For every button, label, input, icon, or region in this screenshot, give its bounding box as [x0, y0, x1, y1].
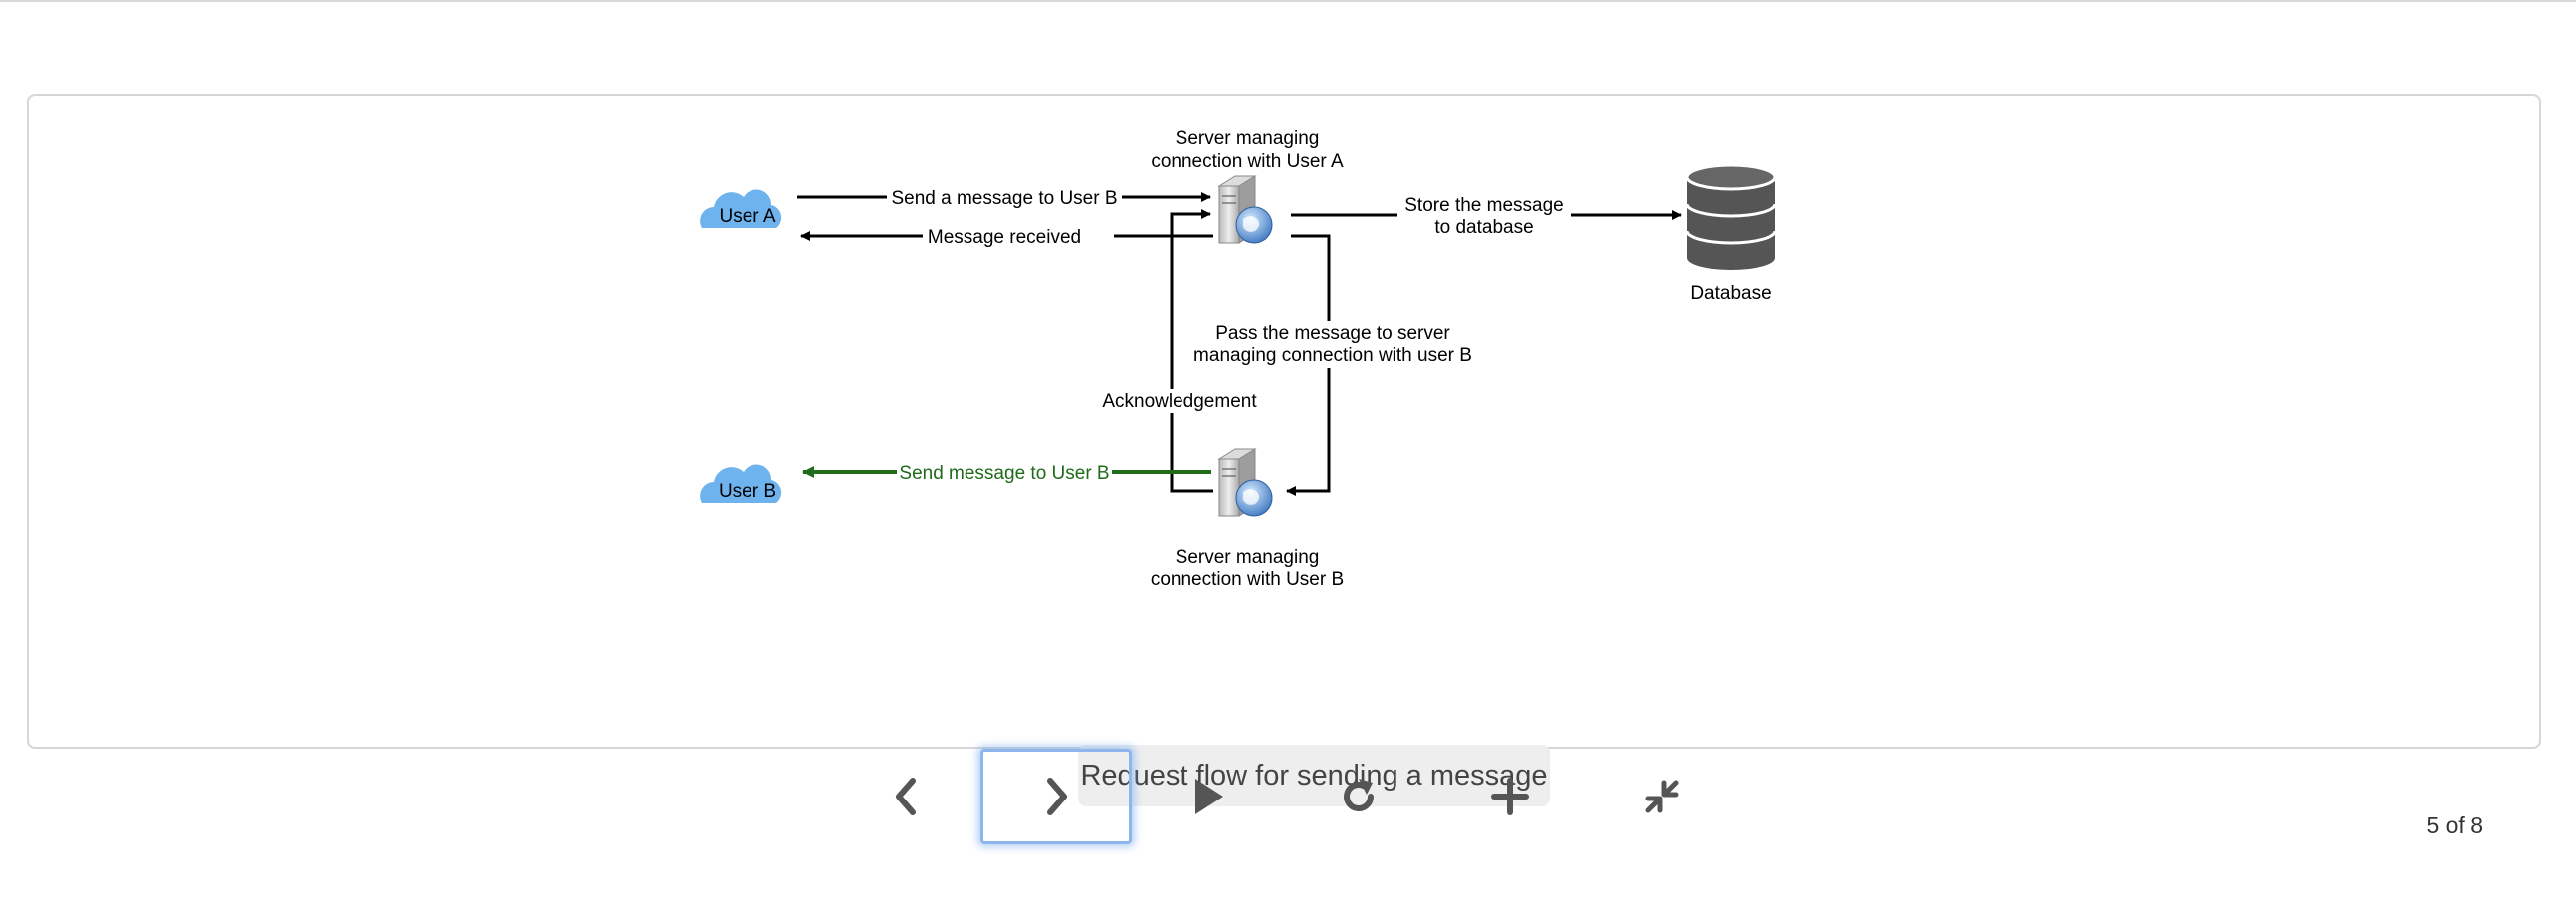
- play-button[interactable]: [1132, 749, 1283, 844]
- send-to-user-b-arrow: [802, 460, 1211, 484]
- store-label-line2: to database: [1434, 217, 1533, 238]
- chevron-right-icon: [1047, 778, 1067, 815]
- slideshow-controls: [0, 749, 2576, 858]
- acknowledgement-label: Acknowledgement: [1102, 391, 1257, 412]
- request-flow-diagram: User A User B Server managing connection…: [700, 128, 1777, 590]
- server-b-label-line1: Server managing: [1176, 547, 1320, 568]
- play-icon: [1195, 779, 1223, 814]
- collapse-button[interactable]: [1587, 749, 1738, 844]
- zoom-in-button[interactable]: [1434, 749, 1586, 844]
- server-a-label-line1: Server managing: [1176, 128, 1320, 149]
- message-received-label: Message received: [928, 227, 1081, 248]
- user-a-label: User A: [719, 206, 775, 227]
- store-label-line1: Store the message: [1404, 195, 1563, 216]
- reload-icon: [1344, 779, 1374, 811]
- server-b-label-line2: connection with User B: [1151, 570, 1344, 590]
- previous-button[interactable]: [831, 749, 982, 844]
- plus-icon: [1491, 778, 1529, 815]
- slide-frame: User A User B Server managing connection…: [27, 94, 2541, 838]
- send-message-label: Send a message to User B: [891, 188, 1117, 209]
- pass-label-line1: Pass the message to server: [1215, 323, 1450, 343]
- next-button[interactable]: [980, 749, 1132, 844]
- database-icon: [1685, 163, 1777, 270]
- server-a-icon: [1217, 175, 1273, 244]
- database-label: Database: [1690, 283, 1771, 304]
- acknowledgement-arrow: [1098, 209, 1263, 493]
- user-b-label: User B: [719, 481, 776, 502]
- server-b-icon: [1217, 448, 1273, 517]
- window-top-edge: [0, 0, 2576, 2]
- compress-icon: [1645, 780, 1679, 813]
- reload-button[interactable]: [1283, 749, 1434, 844]
- server-a-label-line2: connection with User A: [1151, 151, 1344, 172]
- send-to-user-b-label: Send message to User B: [899, 463, 1109, 484]
- message-received-arrow: [800, 224, 1213, 248]
- user-b-cloud: [700, 464, 782, 503]
- pass-label-line2: managing connection with user B: [1193, 345, 1472, 366]
- pass-message-arrow: [1186, 234, 1473, 496]
- send-message-arrow: [797, 185, 1211, 209]
- slide-counter: 5 of 8: [2426, 812, 2483, 838]
- slide-caption: Request flow for sending a message: [1078, 745, 1550, 806]
- user-a-cloud: [700, 189, 782, 228]
- chevron-left-icon: [896, 778, 916, 815]
- store-database-arrow: [1291, 193, 1682, 241]
